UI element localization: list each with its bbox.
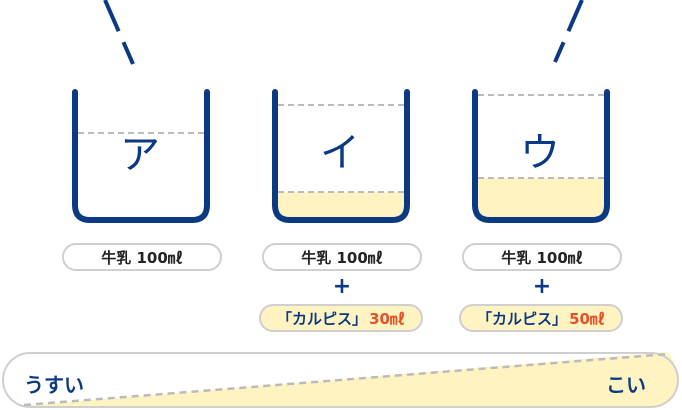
calpis-name: 「カルピス」: [477, 309, 568, 328]
cup-a-label: ア: [120, 132, 160, 178]
pointer-line-left: [103, 0, 135, 65]
cup-u-milk: 牛乳 100㎖: [462, 243, 622, 271]
cup-u: [472, 89, 610, 223]
cup-i-label: イ: [320, 130, 360, 176]
scale-bar: [2, 352, 679, 408]
scale-label-strong: こい: [606, 373, 646, 397]
cup-a: [72, 89, 210, 223]
cup-i-liquid: [278, 192, 404, 217]
cup-u-calpis: 「カルピス」50㎖: [459, 304, 623, 332]
cup-u-label: ウ: [520, 130, 560, 176]
calpis-name: 「カルピス」: [277, 309, 368, 328]
calpis-amount: 30㎖: [369, 309, 405, 328]
cup-a-milk: 牛乳 100㎖: [62, 243, 222, 271]
calpis-amount: 50㎖: [569, 309, 605, 328]
plus-icon: +: [532, 274, 552, 299]
cup-i: [272, 89, 410, 223]
cup-i-milk: 牛乳 100㎖: [262, 243, 422, 271]
cup-i-calpis: 「カルピス」30㎖: [259, 304, 423, 332]
plus-icon: +: [332, 274, 352, 299]
pointer-line-right: [553, 0, 584, 63]
scale-label-weak: うすい: [24, 373, 84, 397]
cup-u-liquid: [478, 178, 604, 217]
